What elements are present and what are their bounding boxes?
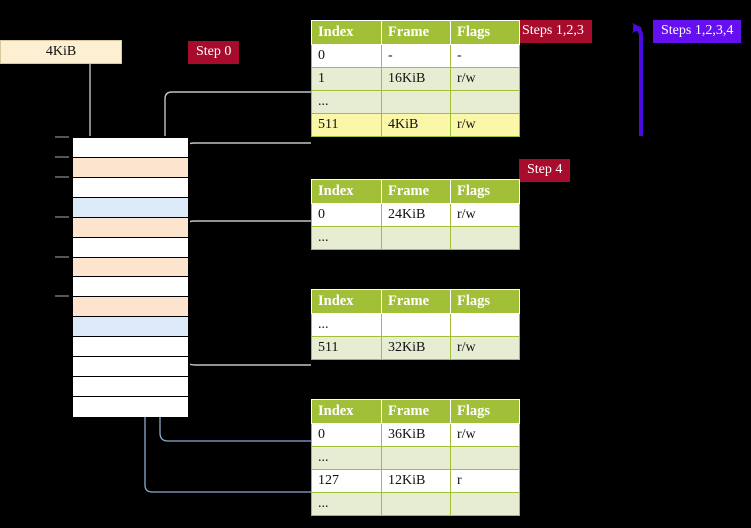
badge-steps-1234: Steps 1,2,3,4 [653,20,742,43]
table-cell-index: 0 [311,203,382,227]
memory-frame-tick [55,215,69,218]
column-header-frame: Frame [381,179,451,204]
memory-frame-row [73,297,188,318]
badge-step-0-label: Step 0 [196,44,232,59]
table-cell-index: ... [311,90,382,114]
badge-steps-123: Steps 1,2,3 [514,20,592,43]
frame-4kib-block: 4KiB [0,40,122,64]
table-cell-index: 0 [311,423,382,447]
wire-recursive-loop [631,22,643,136]
memory-frame-row [73,377,188,397]
memory-frame-row [73,138,188,158]
table-row: ... [311,90,520,114]
table-cell-flags: r/w [450,67,520,91]
memory-frame-tick [55,295,69,298]
table-cell-index: 511 [311,336,382,360]
memory-frame-row [73,177,188,198]
table-cell-frame: 4KiB [381,113,451,137]
table-cell-flags: r/w [450,336,520,360]
table-cell-index: 127 [311,469,382,493]
table-cell-flags: r/w [450,423,520,447]
column-header-flags: Flags [450,179,520,204]
table-cell-flags [450,492,520,516]
memory-frame-tick [55,255,69,258]
table-cell-frame: - [381,44,451,68]
table-cell-frame: 12KiB [381,469,451,493]
badge-steps-123-label: Steps 1,2,3 [522,23,584,38]
table-cell-frame [381,313,451,337]
badge-step-4: Step 4 [519,159,571,182]
memory-frame-row [73,217,188,238]
table-row: ... [311,446,520,470]
table-cell-frame [381,446,451,470]
physical-memory-grid [71,136,190,417]
memory-frame-row [73,337,188,358]
memory-frame-row [73,157,188,178]
column-header-index: Index [311,179,382,204]
column-header-frame: Frame [381,20,451,45]
frame-4kib-label: 4KiB [45,44,77,59]
memory-frame-row [73,357,188,378]
column-header-flags: Flags [450,399,520,424]
memory-frame-tick [55,136,69,138]
table-cell-frame [381,90,451,114]
memory-frame-row [73,257,188,278]
table-cell-index: ... [311,313,382,337]
wire-pt-12kib [144,416,311,493]
column-header-flags: Flags [450,20,520,45]
table-row: ... [311,313,520,337]
wire-pt-36kib [159,416,311,442]
table-cell-frame: 32KiB [381,336,451,360]
table-cell-flags: - [450,44,520,68]
table-cell-frame: 36KiB [381,423,451,447]
memory-frame-row [73,197,188,218]
table-cell-frame [381,492,451,516]
table-cell-index: ... [311,226,382,250]
memory-frame-tick [55,155,69,158]
memory-frame-row [73,277,188,298]
table-cell-flags: r [450,469,520,493]
column-header-frame: Frame [381,399,451,424]
table-cell-frame: 24KiB [381,203,451,227]
table-cell-index: 0 [311,44,382,68]
column-header-index: Index [311,20,382,45]
memory-frame-row [73,237,188,258]
badge-step-0: Step 0 [188,41,240,64]
table-row: ... [311,492,520,516]
badge-step-4-label: Step 4 [527,162,563,177]
table-cell-index: ... [311,492,382,516]
table-row: 0-- [311,44,520,68]
badge-steps-1234-label: Steps 1,2,3,4 [661,23,734,38]
table-cell-flags: r/w [450,203,520,227]
column-header-index: Index [311,289,382,314]
table-cell-frame [381,226,451,250]
table-cell-flags: r/w [450,113,520,137]
table-row: ... [311,226,520,250]
column-header-flags: Flags [450,289,520,314]
table-cell-flags [450,90,520,114]
memory-frame-row [73,317,188,338]
column-header-index: Index [311,399,382,424]
memory-frame-tick [55,175,69,178]
table-cell-index: ... [311,446,382,470]
table-cell-index: 1 [311,67,382,91]
column-header-frame: Frame [381,289,451,314]
table-cell-flags [450,313,520,337]
table-cell-frame: 16KiB [381,67,451,91]
table-cell-flags [450,226,520,250]
table-cell-flags [450,446,520,470]
table-cell-index: 511 [311,113,382,137]
memory-frame-row [73,396,188,417]
